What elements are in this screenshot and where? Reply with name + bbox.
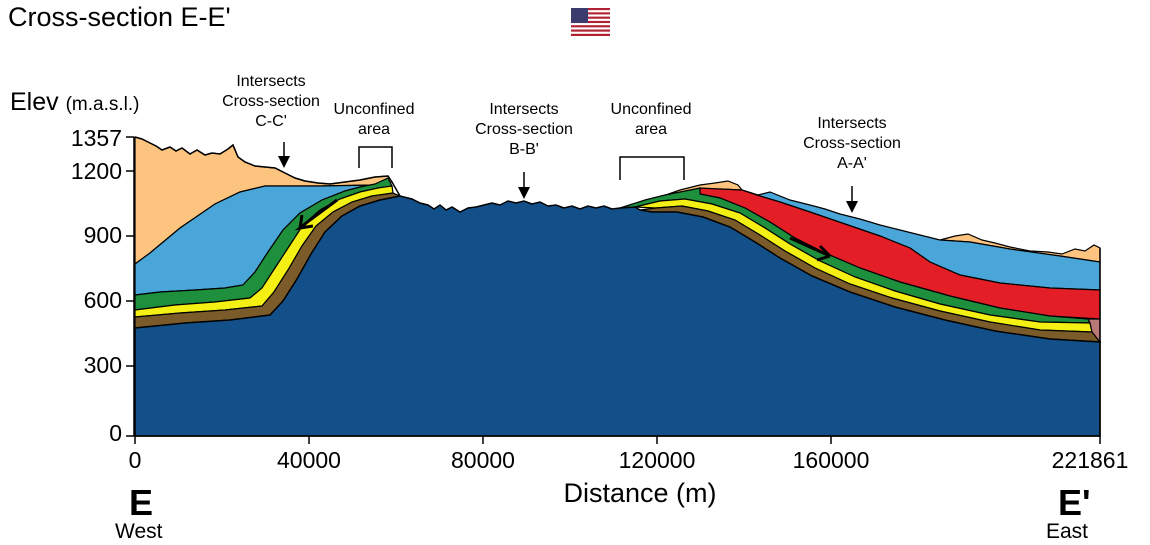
layer-pink-east [1087,318,1101,344]
x-tick-label: 0 [128,447,142,473]
annotation-line: C-C' [255,113,287,130]
annotation-intersects-aa: Intersects Cross-section A-A' [792,114,912,174]
y-axis-unit: (m.a.s.l.) [65,94,140,115]
annotation-line: Cross-section [222,93,320,110]
annotation-line: Intersects [817,115,887,132]
annotation-line: Intersects [236,73,306,90]
annotation-line: area [357,121,391,138]
page-title: Cross-section E-E' [8,2,231,32]
annotation-line: Cross-section [803,135,901,152]
y-axis-title: Elev [10,88,59,116]
direction-label-east: East [1046,520,1089,543]
annotation-unconfined-area-1: Unconfined area [324,100,424,140]
unconfined-bracket-1 [358,146,393,168]
annotation-line: Unconfined [610,101,692,118]
layer-basement [134,195,1101,437]
unconfined-bracket-2 [619,156,685,180]
annotation-line: Cross-section [475,121,573,138]
annotation-unconfined-area-2: Unconfined area [601,100,701,140]
x-tick-label: 80000 [451,447,515,473]
y-tick-label: 600 [83,287,122,313]
x-tick-label: 221861 [1051,447,1129,473]
annotation-line: area [634,121,668,138]
x-tick-label: 120000 [618,447,696,473]
us-flag-icon [571,8,610,36]
flow-arrow-east [789,236,832,262]
x-axis-label: Distance (m) [563,478,717,508]
end-label-left: E [129,482,154,523]
ground-surface-line [134,136,401,197]
annotation-intersects-cc: Intersects Cross-section C-C' [211,72,331,132]
y-axis-label: Elev (m.a.s.l.) [10,88,139,117]
end-label-right: E' [1058,482,1091,523]
direction-label-west: West [115,520,163,543]
annotation-line: Intersects [489,101,559,118]
annotation-intersects-bb: Intersects Cross-section B-B' [464,100,584,160]
y-tick-label: 1357 [70,125,122,151]
flow-arrow-west [294,198,338,231]
annotation-line: A-A' [837,155,867,172]
annotation-line: B-B' [509,141,539,158]
x-tick-label: 40000 [277,447,341,473]
y-tick-label: 900 [83,222,122,248]
y-tick-label: 0 [109,420,122,446]
y-tick-label: 300 [83,352,122,378]
annotation-line: Unconfined [333,101,415,118]
x-tick-label: 160000 [792,447,870,473]
y-tick-label: 1200 [70,158,122,184]
